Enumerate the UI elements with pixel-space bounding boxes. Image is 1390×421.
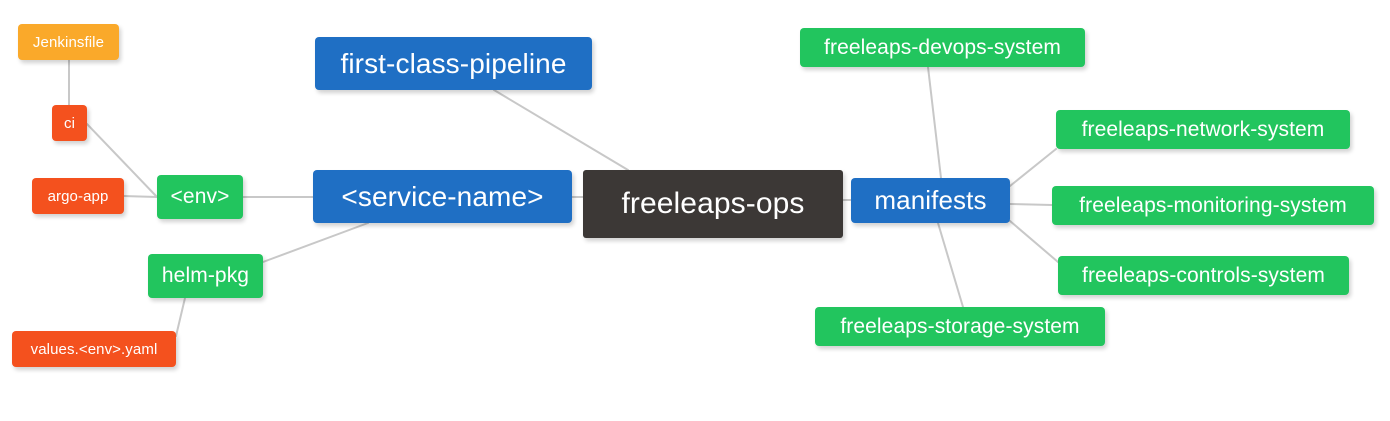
node-freeleaps-ops[interactable]: freeleaps-ops [583, 170, 843, 238]
node-freeleaps-controls-system[interactable]: freeleaps-controls-system [1058, 256, 1349, 295]
node-jenkinsfile[interactable]: Jenkinsfile [18, 24, 119, 60]
edge-argo-app-to-env [123, 195, 158, 198]
edge-values-env-yaml-to-helm-pkg [175, 297, 186, 337]
node-argo-app[interactable]: argo-app [32, 178, 124, 214]
node-helm-pkg[interactable]: helm-pkg [148, 254, 263, 298]
node-first-class-pipeline[interactable]: first-class-pipeline [315, 37, 592, 90]
node-env[interactable]: <env> [157, 175, 243, 219]
edge-manifests-to-freeleaps-monitoring-system [1009, 203, 1053, 206]
edge-first-class-pipeline-to-freeleaps-ops [493, 89, 629, 171]
edge-manifests-to-freeleaps-controls-system [1009, 220, 1059, 263]
node-ci[interactable]: ci [52, 105, 87, 141]
node-values-env-yaml[interactable]: values.<env>.yaml [12, 331, 176, 367]
edge-manifests-to-freeleaps-devops-system [927, 66, 942, 179]
edge-helm-pkg-to-service-name [262, 222, 369, 263]
node-freeleaps-network-system[interactable]: freeleaps-network-system [1056, 110, 1350, 149]
node-service-name[interactable]: <service-name> [313, 170, 572, 223]
node-manifests[interactable]: manifests [851, 178, 1010, 223]
edge-manifests-to-freeleaps-storage-system [937, 222, 964, 308]
edge-manifests-to-freeleaps-network-system [1009, 148, 1057, 187]
node-freeleaps-devops-system[interactable]: freeleaps-devops-system [800, 28, 1085, 67]
node-freeleaps-storage-system[interactable]: freeleaps-storage-system [815, 307, 1105, 346]
node-freeleaps-monitoring-system[interactable]: freeleaps-monitoring-system [1052, 186, 1374, 225]
